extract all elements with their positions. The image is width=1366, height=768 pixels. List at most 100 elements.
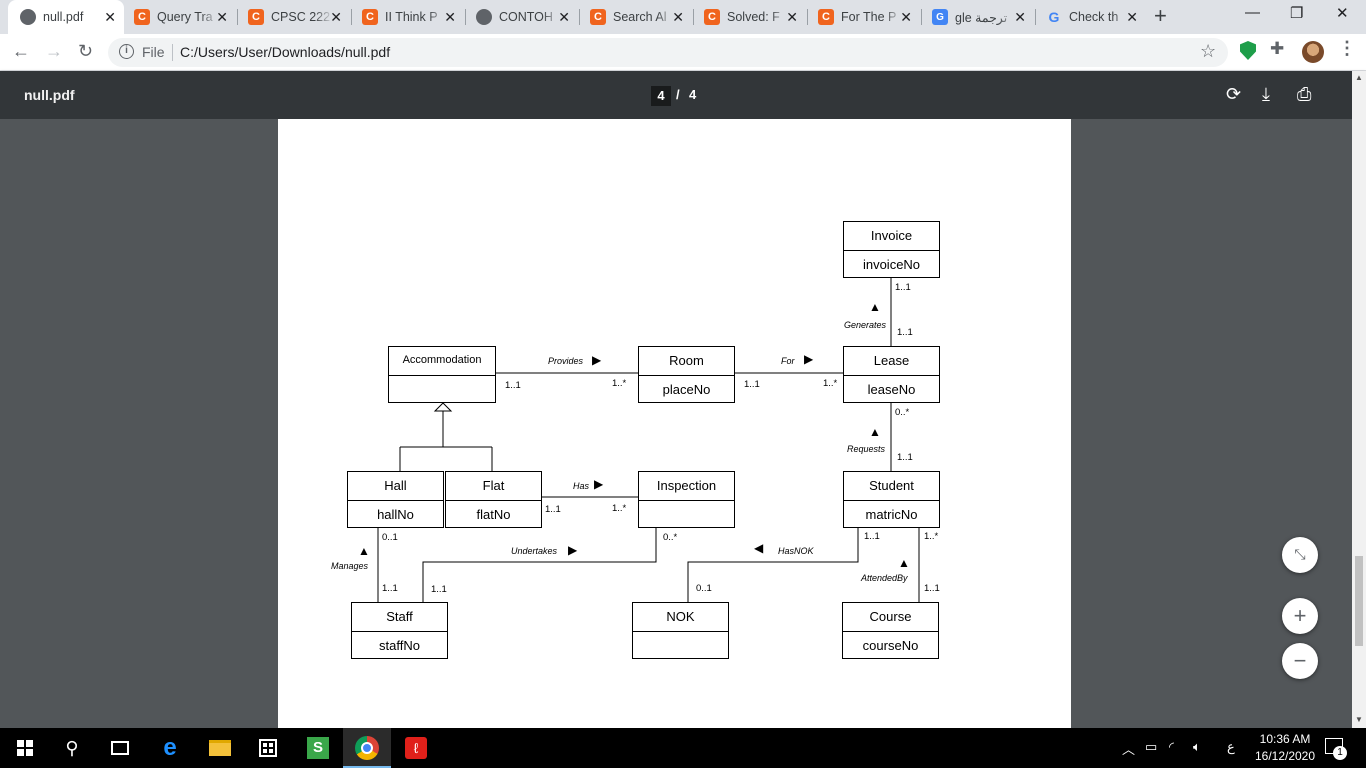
pdf-title: null.pdf — [24, 87, 75, 103]
tab-for-the[interactable]: For The P ✕ — [806, 0, 920, 34]
tab-cpsc[interactable]: CPSC 222 ✕ — [236, 0, 350, 34]
class-name: Room — [639, 347, 734, 376]
file-explorer-icon[interactable] — [208, 736, 232, 760]
close-window-button[interactable]: ✕ — [1336, 5, 1349, 22]
multiplicity-label: 1..1 — [431, 584, 447, 595]
extensions-puzzle-icon[interactable]: ✚ — [1270, 39, 1285, 58]
close-tab-icon[interactable]: ✕ — [672, 9, 684, 25]
close-tab-icon[interactable]: ✕ — [900, 9, 912, 25]
fit-page-icon[interactable]: ⤡ — [1282, 537, 1318, 573]
windows-taskbar: ⚲ e S ℓ ︿ ▭ ◜ 🔈︎ ع 10:36 AM 16/12/2020 1 — [0, 728, 1366, 768]
close-tab-icon[interactable]: ✕ — [1014, 9, 1026, 25]
zoom-in-icon[interactable]: + — [1282, 598, 1318, 634]
class-name: Inspection — [639, 472, 734, 501]
close-tab-icon[interactable]: ✕ — [216, 9, 228, 25]
pdf-page: Invoice invoiceNo Accommodation Room pla… — [278, 119, 1071, 728]
shield-extension-icon[interactable] — [1240, 41, 1256, 60]
tab-solved[interactable]: Solved: F ✕ — [692, 0, 806, 34]
reload-icon[interactable]: ↻ — [78, 41, 94, 61]
class-course: Course courseNo — [842, 602, 939, 659]
close-tab-icon[interactable]: ✕ — [1126, 9, 1138, 25]
rotate-icon[interactable]: ⟳ — [1226, 84, 1242, 104]
chegg-c-icon — [590, 9, 606, 25]
volume-icon[interactable]: 🔈︎ — [1193, 739, 1201, 754]
scroll-thumb[interactable] — [1355, 556, 1363, 646]
direction-up-icon: ▲ — [869, 425, 881, 439]
tab-search[interactable]: Search Al ✕ — [578, 0, 692, 34]
tab-ii-think[interactable]: II Think P ✕ — [350, 0, 464, 34]
close-tab-icon[interactable]: ✕ — [444, 9, 456, 25]
language-indicator[interactable]: ع — [1227, 739, 1235, 754]
multiplicity-label: 1..1 — [897, 327, 913, 338]
forward-arrow-icon[interactable]: → — [45, 41, 63, 61]
class-hall: Hall hallNo — [347, 471, 444, 528]
url-text[interactable]: C:/Users/User/Downloads/null.pdf — [180, 44, 391, 60]
close-tab-icon[interactable]: ✕ — [330, 9, 342, 25]
scroll-down-icon[interactable]: ▼ — [1355, 715, 1363, 724]
task-view-icon[interactable] — [108, 736, 132, 760]
profile-avatar[interactable] — [1302, 41, 1324, 63]
notifications-icon[interactable]: 1 — [1325, 738, 1347, 760]
info-icon[interactable]: i — [119, 44, 134, 59]
tab-separator — [693, 9, 694, 25]
tab-null-pdf[interactable]: null.pdf ✕ — [8, 0, 124, 34]
globe-icon — [20, 9, 36, 25]
windows-start-icon[interactable] — [17, 740, 33, 756]
tab-label: Solved: F — [727, 10, 780, 24]
tab-label: Query Tra — [157, 10, 213, 24]
tab-check[interactable]: G Check th ✕ — [1034, 0, 1146, 34]
app-s-icon[interactable]: S — [306, 736, 330, 760]
bookmark-star-icon[interactable]: ☆ — [1200, 41, 1217, 61]
clock-date[interactable]: 16/12/2020 — [1254, 749, 1316, 763]
tab-query-tra[interactable]: Query Tra ✕ — [122, 0, 236, 34]
close-tab-icon[interactable]: ✕ — [558, 9, 570, 25]
store-icon[interactable] — [256, 736, 280, 760]
vertical-scrollbar[interactable]: ▲ ▼ — [1352, 71, 1366, 728]
google-g-icon: G — [1048, 9, 1060, 25]
menu-dots-icon[interactable]: ⋮ — [1338, 38, 1356, 58]
tab-separator — [579, 9, 580, 25]
acrobat-icon[interactable]: ℓ — [404, 736, 428, 760]
new-tab-button[interactable]: + — [1154, 3, 1167, 28]
zoom-out-icon[interactable]: − — [1282, 643, 1318, 679]
multiplicity-label: 1..* — [612, 378, 627, 389]
tab-translate[interactable]: G gle ترجمة ✕ — [920, 0, 1034, 34]
clock-time[interactable]: 10:36 AM — [1259, 732, 1311, 746]
direction-right-icon: ▶ — [568, 543, 578, 557]
page-number-input[interactable]: 4 — [651, 86, 671, 106]
restore-button[interactable]: ❐ — [1290, 5, 1304, 22]
search-icon[interactable]: ⚲ — [65, 737, 79, 758]
back-arrow-icon[interactable]: ← — [12, 41, 30, 61]
tab-label: gle ترجمة — [955, 10, 1008, 25]
direction-up-icon: ▲ — [869, 300, 881, 314]
multiplicity-label: 1..1 — [864, 531, 880, 542]
multiplicity-label: 1..* — [823, 378, 838, 389]
class-name: NOK — [633, 603, 728, 632]
scroll-up-icon[interactable]: ▲ — [1355, 73, 1363, 82]
tray-chevron-icon[interactable]: ︿ — [1122, 742, 1136, 757]
class-accommodation: Accommodation — [388, 346, 496, 403]
edge-icon[interactable]: e — [163, 734, 177, 761]
tab-contoh[interactable]: CONTOH ✕ — [464, 0, 578, 34]
chegg-c-icon — [704, 9, 720, 25]
chegg-c-icon — [248, 9, 264, 25]
multiplicity-label: 1..1 — [897, 452, 913, 463]
class-flat: Flat flatNo — [445, 471, 542, 528]
class-attribute: invoiceNo — [862, 257, 921, 272]
print-icon[interactable]: ⎙ — [1297, 84, 1312, 104]
minimize-button[interactable]: — — [1245, 4, 1260, 21]
close-tab-icon[interactable]: ✕ — [104, 9, 116, 25]
address-bar[interactable]: i File C:/Users/User/Downloads/null.pdf … — [108, 38, 1228, 67]
tab-label: II Think P — [385, 10, 438, 24]
battery-icon[interactable]: ▭ — [1145, 739, 1158, 754]
download-icon[interactable]: ⤓ — [1262, 84, 1270, 104]
class-attribute: hallNo — [377, 507, 414, 522]
globe-icon — [476, 9, 492, 25]
wifi-icon[interactable]: ◜ — [1169, 739, 1175, 754]
class-name: Hall — [348, 472, 443, 501]
tab-label: Search Al — [613, 10, 667, 24]
close-tab-icon[interactable]: ✕ — [786, 9, 798, 25]
browser-toolbar: ← → ↻ i File C:/Users/User/Downloads/nul… — [0, 34, 1366, 71]
page-total: 4 — [689, 87, 697, 102]
chrome-taskbar-active[interactable] — [343, 728, 391, 768]
